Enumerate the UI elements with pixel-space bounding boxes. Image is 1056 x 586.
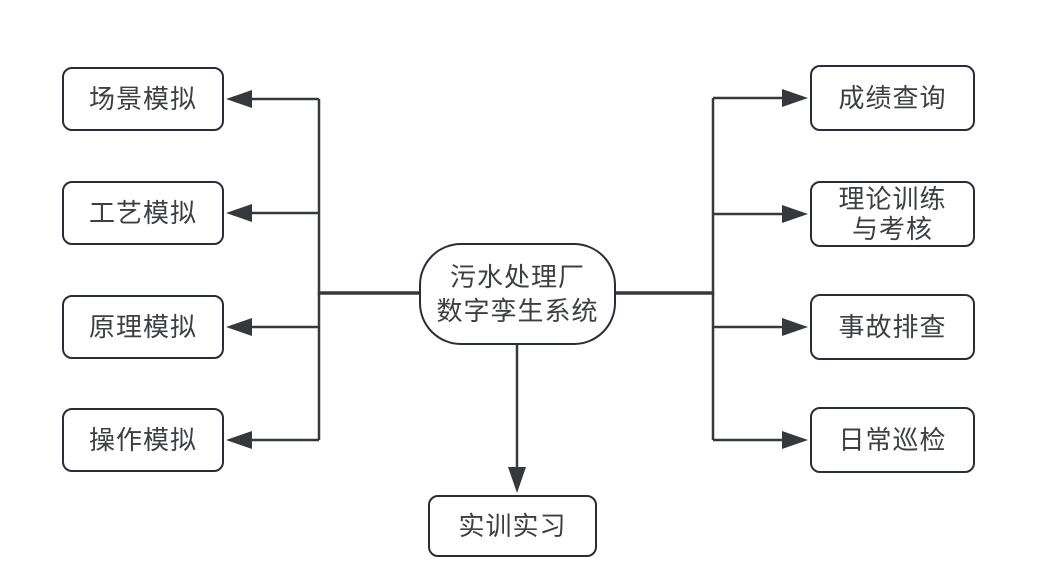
arrowhead-icon bbox=[782, 318, 808, 336]
node-label: 污水处理厂 数字孪生系统 bbox=[436, 262, 599, 326]
node-digital-twin-system: 污水处理厂 数字孪生系统 bbox=[419, 243, 616, 345]
arrowhead-icon bbox=[782, 431, 808, 449]
node-practical-training: 实训实习 bbox=[428, 495, 597, 557]
node-accident-investigation: 事故排查 bbox=[810, 294, 975, 360]
arrowhead-icon bbox=[226, 431, 252, 449]
node-daily-inspection: 日常巡检 bbox=[810, 407, 975, 473]
node-label: 操作模拟 bbox=[88, 424, 197, 455]
arrowhead-icon bbox=[226, 204, 252, 222]
left-connector-trunk bbox=[251, 97, 419, 442]
arrowhead-icon bbox=[782, 89, 808, 107]
node-operation-simulation: 操作模拟 bbox=[62, 408, 224, 472]
node-label: 事故排查 bbox=[838, 311, 947, 342]
node-label: 实训实习 bbox=[458, 510, 567, 541]
node-label: 理论训练 与考核 bbox=[838, 184, 947, 244]
arrowhead-icon bbox=[508, 467, 526, 493]
node-scene-simulation: 场景模拟 bbox=[62, 67, 224, 131]
arrowhead-icon bbox=[226, 318, 252, 336]
node-label: 成绩查询 bbox=[838, 82, 947, 113]
node-principle-simulation: 原理模拟 bbox=[62, 295, 224, 359]
node-process-simulation: 工艺模拟 bbox=[62, 181, 224, 245]
arrowhead-icon bbox=[782, 205, 808, 223]
node-label: 工艺模拟 bbox=[88, 197, 197, 228]
right-connector-trunk bbox=[616, 96, 783, 442]
right-arrowhead-icons bbox=[782, 89, 808, 449]
node-label: 原理模拟 bbox=[88, 311, 197, 342]
node-label: 场景模拟 bbox=[88, 83, 197, 114]
node-label: 日常巡检 bbox=[838, 424, 947, 455]
left-arrowhead-icons bbox=[226, 90, 252, 449]
node-theory-training-assessment: 理论训练 与考核 bbox=[810, 181, 975, 247]
bottom-connector bbox=[508, 345, 526, 493]
arrowhead-icon bbox=[226, 90, 252, 108]
node-score-query: 成绩查询 bbox=[810, 65, 975, 131]
